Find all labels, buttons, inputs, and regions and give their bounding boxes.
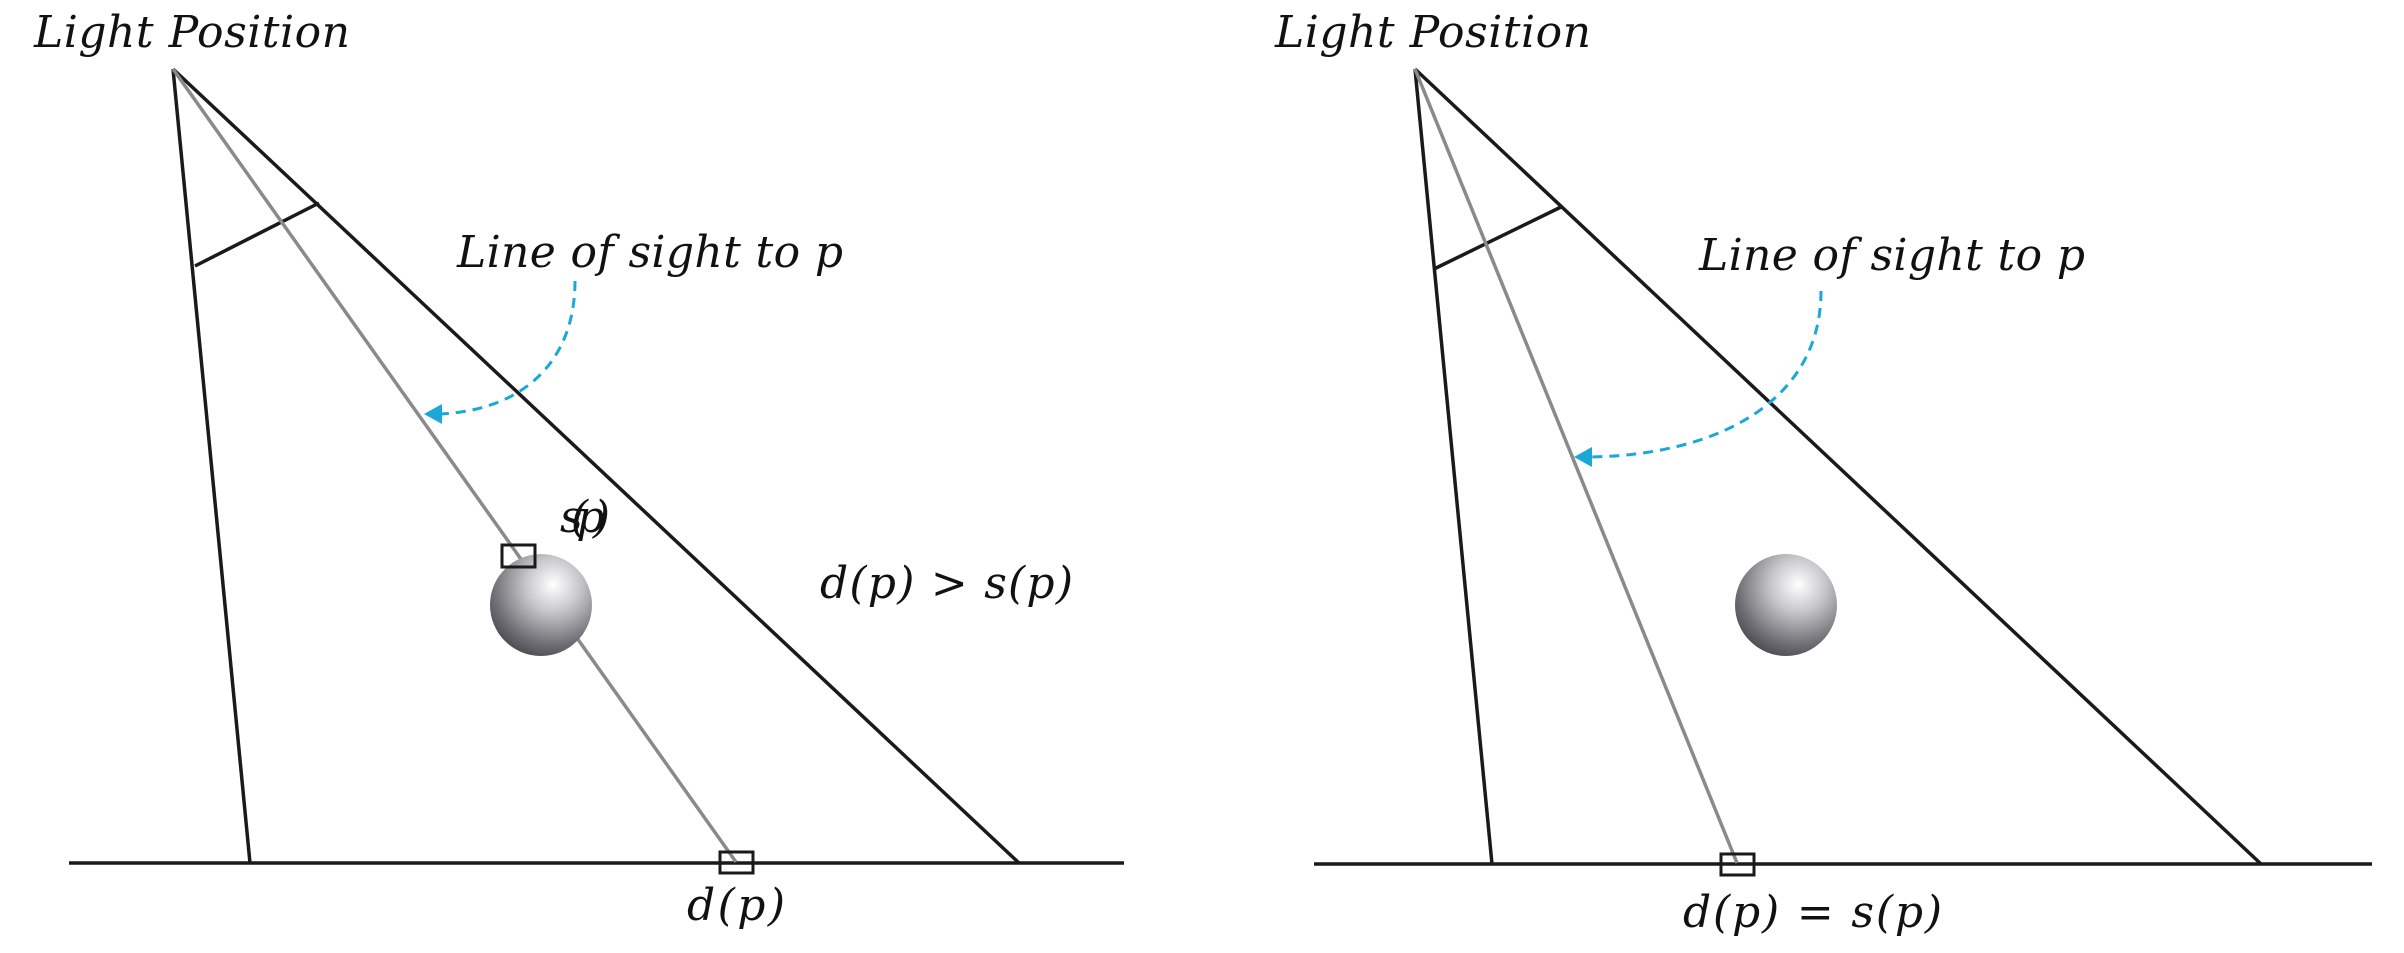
depth-sample-box	[718, 850, 755, 875]
light-position-label: Light Position	[33, 7, 350, 58]
shadow-sample-box	[500, 543, 537, 569]
sight-annotation-arrow	[439, 280, 577, 416]
light-position-label: Light Position	[1274, 7, 1591, 58]
arrowhead-icon	[1574, 447, 1592, 467]
line-of-sight	[1413, 68, 1739, 864]
frustum-left-edge	[1413, 68, 1494, 865]
sphere-occluder	[490, 554, 592, 656]
comparison-label: d(p) > s(p)	[820, 558, 1073, 609]
sphere-occluder	[1735, 554, 1837, 656]
sight-annotation-arrow	[1589, 290, 1823, 459]
shadow-sample-label: s(p)	[560, 492, 610, 543]
right-panel: Light Position Line of sight to p d(p) =…	[1274, 7, 2372, 938]
frustum-right-edge	[171, 67, 1021, 865]
comparison-label: d(p) = s(p)	[1683, 887, 1942, 938]
arrowhead-icon	[424, 404, 442, 424]
frustum-right-edge	[1413, 67, 2263, 866]
frustum-left-edge	[171, 68, 252, 864]
line-of-sight-label: Line of sight to p	[1698, 230, 2085, 281]
depth-label: d(p)	[687, 880, 785, 931]
near-plane	[194, 201, 320, 268]
depth-sample-box	[1719, 852, 1756, 877]
line-of-sight	[171, 67, 738, 864]
near-plane	[1433, 205, 1562, 271]
line-of-sight-label: Line of sight to p	[456, 227, 843, 278]
left-panel: Light Position Line of sight to p s(p) d…	[33, 7, 1124, 931]
